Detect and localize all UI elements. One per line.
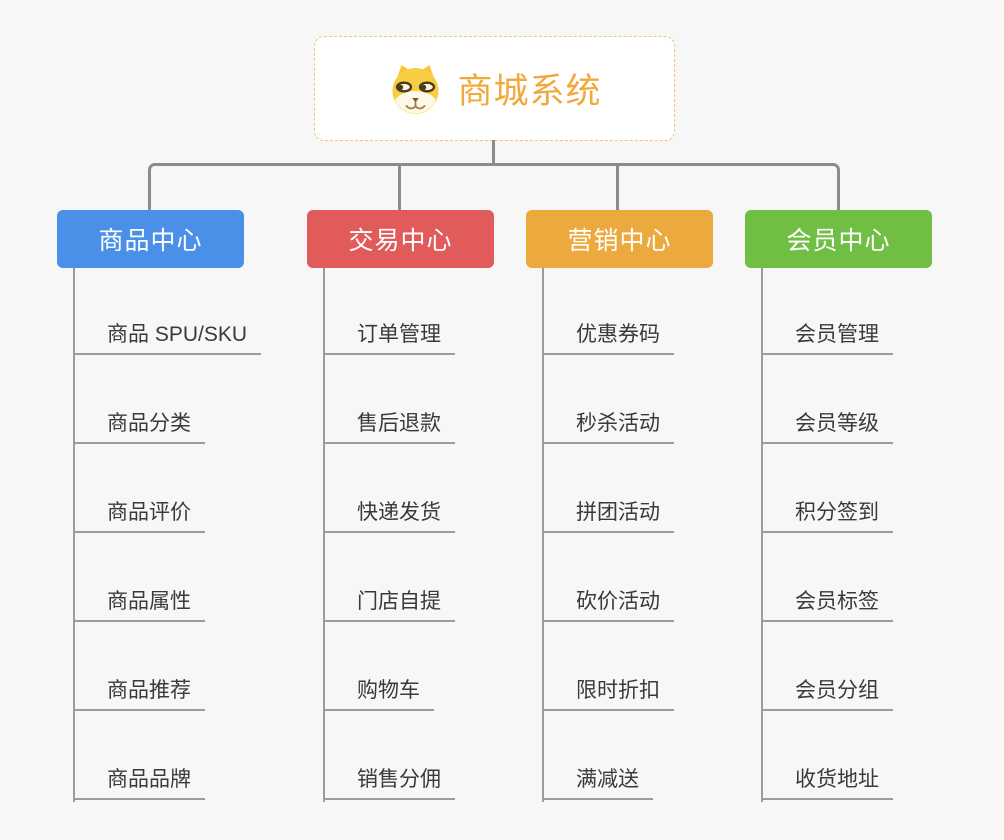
leaf-node[interactable]: 会员等级 xyxy=(761,407,893,444)
branch-header-members[interactable]: 会员中心 xyxy=(745,210,932,268)
branch-label: 会员中心 xyxy=(786,227,891,255)
branch-trunk-line xyxy=(542,268,544,802)
branch-trunk-line xyxy=(761,268,763,802)
leaf-node[interactable]: 秒杀活动 xyxy=(542,407,674,444)
leaf-node[interactable]: 会员分组 xyxy=(761,674,893,711)
leaf-node[interactable]: 快递发货 xyxy=(323,496,455,533)
leaf-node[interactable]: 积分签到 xyxy=(761,496,893,533)
leaf-node[interactable]: 限时折扣 xyxy=(542,674,674,711)
leaf-node[interactable]: 商品评价 xyxy=(73,496,205,533)
branch-trunk-line xyxy=(323,268,325,802)
branch-column-members: 会员中心 会员管理 会员等级 积分签到 会员标签 会员分组 收货地址 xyxy=(745,210,995,802)
branch-label: 商品中心 xyxy=(98,227,203,255)
root-connector-stub xyxy=(492,140,495,166)
leaf-node[interactable]: 拼团活动 xyxy=(542,496,674,533)
leaf-node[interactable]: 门店自提 xyxy=(323,585,455,622)
root-node[interactable]: 商城系统 xyxy=(314,36,675,141)
branch-label: 交易中心 xyxy=(348,227,453,255)
branch-header-marketing[interactable]: 营销中心 xyxy=(526,210,713,268)
branch-column-trade: 交易中心 订单管理 售后退款 快递发货 门店自提 购物车 销售分佣 xyxy=(307,210,557,802)
leaf-node[interactable]: 会员管理 xyxy=(761,318,893,355)
branch-column-marketing: 营销中心 优惠券码 秒杀活动 拼团活动 砍价活动 限时折扣 满减送 xyxy=(526,210,776,802)
leaf-node[interactable]: 商品推荐 xyxy=(73,674,205,711)
branch-connector-drop-2 xyxy=(398,164,401,210)
leaf-node[interactable]: 满减送 xyxy=(542,763,653,800)
shiba-dog-icon xyxy=(387,62,444,115)
branch-header-trade[interactable]: 交易中心 xyxy=(307,210,494,268)
branch-connector-drop-3 xyxy=(616,164,619,210)
leaf-node[interactable]: 商品属性 xyxy=(73,585,205,622)
leaf-node[interactable]: 购物车 xyxy=(323,674,434,711)
leaf-node[interactable]: 商品分类 xyxy=(73,407,205,444)
leaf-node[interactable]: 收货地址 xyxy=(761,763,893,800)
branch-connector-rail xyxy=(148,163,840,210)
leaf-node[interactable]: 订单管理 xyxy=(323,318,455,355)
root-title: 商城系统 xyxy=(457,72,602,111)
branch-label: 营销中心 xyxy=(567,227,672,255)
leaf-node[interactable]: 销售分佣 xyxy=(323,763,455,800)
leaf-node[interactable]: 售后退款 xyxy=(323,407,455,444)
branch-column-products: 商品中心 商品 SPU/SKU 商品分类 商品评价 商品属性 商品推荐 商品品牌 xyxy=(57,210,307,802)
leaf-node[interactable]: 商品 SPU/SKU xyxy=(73,318,262,355)
leaf-node[interactable]: 商品品牌 xyxy=(73,763,205,800)
leaf-node[interactable]: 会员标签 xyxy=(761,585,893,622)
branch-header-products[interactable]: 商品中心 xyxy=(57,210,244,268)
leaf-node[interactable]: 砍价活动 xyxy=(542,585,674,622)
leaf-node[interactable]: 优惠券码 xyxy=(542,318,674,355)
branch-trunk-line xyxy=(73,268,75,802)
